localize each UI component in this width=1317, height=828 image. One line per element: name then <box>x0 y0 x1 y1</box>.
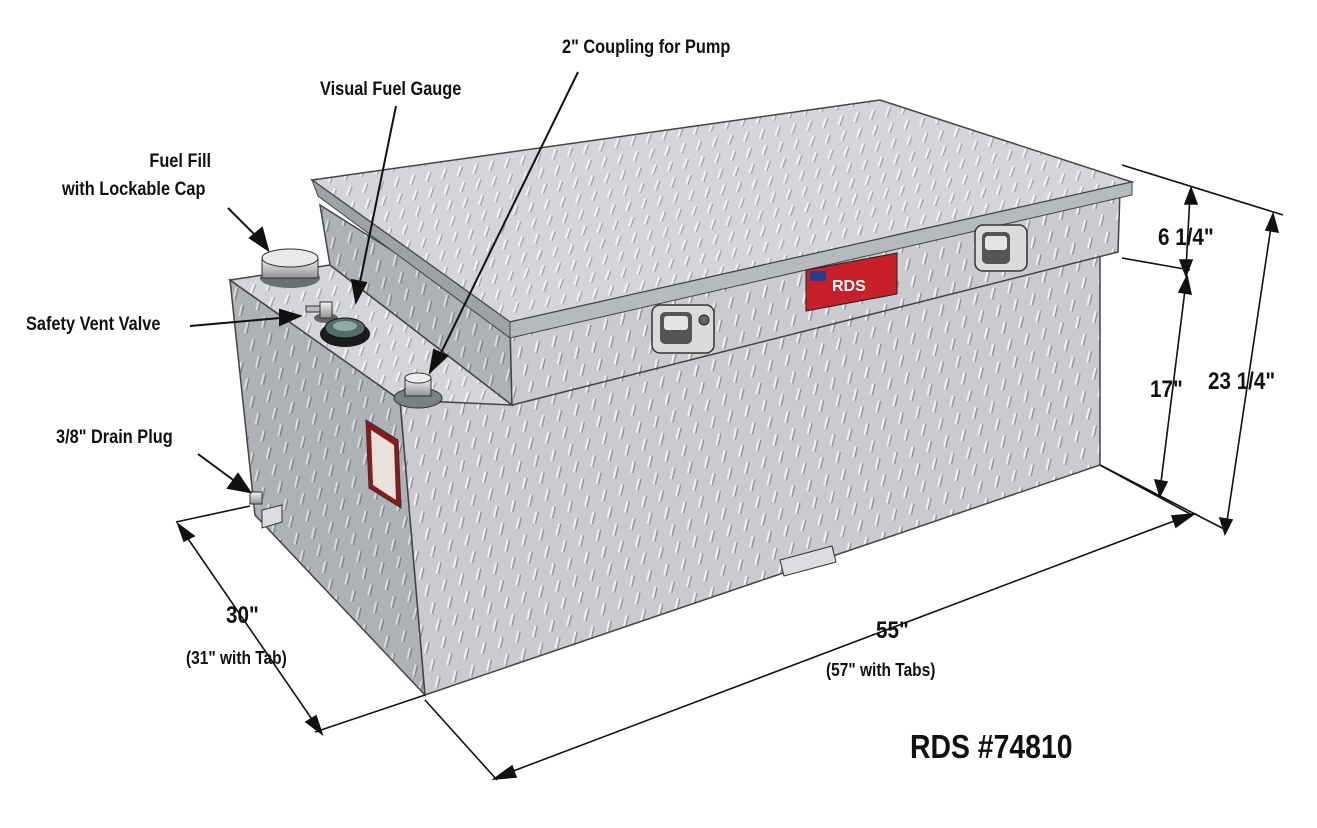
length-dim-line <box>499 514 1191 777</box>
depth-dimension: 30" <box>226 602 259 629</box>
drain-plug-label: 3/8" Drain Plug <box>56 427 173 448</box>
mount-tab-left <box>261 504 283 529</box>
gauge-arrow <box>359 105 397 283</box>
vent-valve-label: Safety Vent Valve <box>26 314 161 335</box>
latch-right <box>974 224 1028 272</box>
visual-gauge-label: Visual Fuel Gauge <box>320 79 462 100</box>
total-dim-line <box>1225 219 1273 529</box>
length-dimension-sub: (57" with Tabs) <box>826 660 936 680</box>
pump-coupling <box>393 372 443 409</box>
coupling-arrow <box>439 71 579 356</box>
model-number: RDS #74810 <box>910 728 1073 765</box>
drain-arrow <box>197 453 237 483</box>
brand-badge: RDS <box>805 252 898 312</box>
visual-gauge <box>320 317 370 347</box>
lid-dim-line <box>1185 193 1191 271</box>
fuel-fill-cap <box>260 248 320 288</box>
warning-label <box>365 419 402 509</box>
callout-arrows <box>189 71 579 494</box>
vent-arrow <box>189 317 281 327</box>
lid-height-dimension: 6 1/4" <box>1158 224 1214 251</box>
brand-plate-text: RDS <box>832 278 866 295</box>
dimension-lines <box>175 164 1284 781</box>
tank-height-dimension: 17" <box>1150 376 1183 403</box>
drain-plug <box>249 491 263 505</box>
lid-bevel-end <box>310 178 511 339</box>
length-dimension: 55" <box>876 617 909 644</box>
total-height-dimension: 23 1/4" <box>1208 368 1276 395</box>
coupling-label: 2" Coupling for Pump <box>562 37 731 58</box>
mount-tab-front <box>779 545 837 577</box>
fuel-fill-title: Fuel Fill <box>149 151 212 172</box>
fuel-fill-label: Fuel Fill <box>120 150 240 174</box>
depth-dim-line <box>181 529 319 729</box>
depth-dimension-sub: (31" with Tab) <box>186 648 287 668</box>
tank-dim-line <box>1159 281 1187 491</box>
latch-left <box>651 304 715 354</box>
fuel-fill-sub-label: with Lockable Cap <box>62 179 206 200</box>
